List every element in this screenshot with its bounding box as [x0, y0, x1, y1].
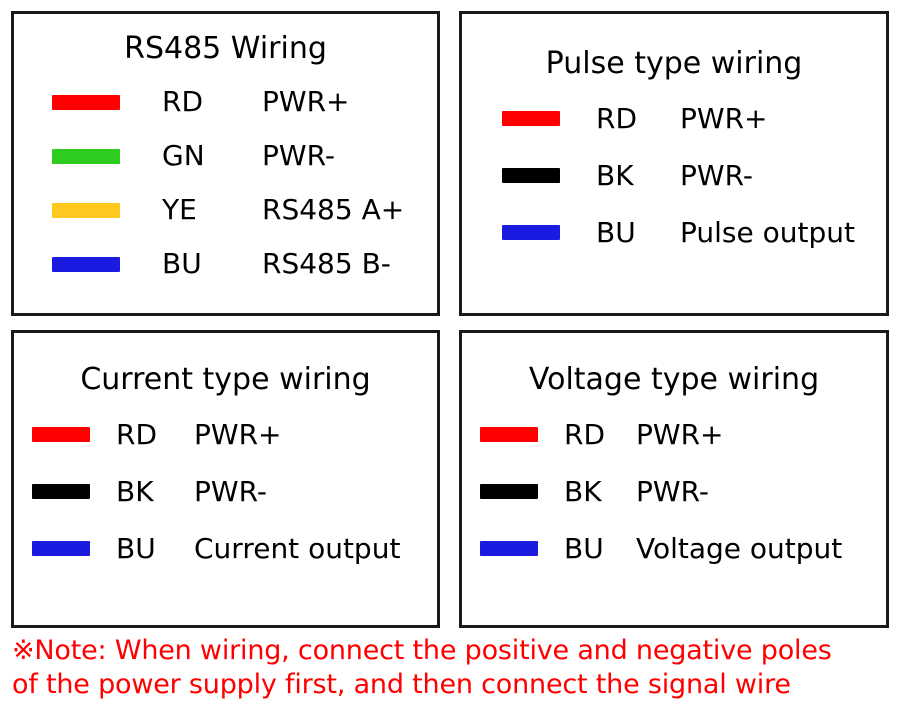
panel-title-current: Current type wiring	[80, 362, 371, 397]
wire-function: RS485 B-	[262, 247, 391, 280]
wire-function: Pulse output	[680, 215, 855, 249]
wire-row: RD PWR+	[14, 406, 437, 463]
wire-row: BK PWR-	[14, 463, 437, 520]
wire-code: BU	[596, 215, 636, 249]
wire-code: RD	[596, 101, 638, 135]
wire-function: RS485 A+	[262, 193, 405, 226]
wire-code: BK	[564, 474, 602, 508]
wire-row: BU Voltage output	[462, 520, 886, 577]
wire-code: RD	[162, 85, 204, 118]
wire-code: BK	[116, 474, 154, 508]
wire-swatch-red	[502, 111, 560, 126]
panel-rs485-wiring: RS485 Wiring RD PWR+ GN PWR- YE RS485 A+…	[11, 11, 440, 316]
wire-swatch-yellow	[52, 202, 120, 218]
wire-row: BK PWR-	[462, 463, 886, 520]
wire-swatch-blue	[52, 256, 120, 272]
panel-current-type-wiring: Current type wiring RD PWR+ BK PWR- BU C…	[11, 330, 440, 628]
note-line-2: of the power supply first, and then conn…	[12, 669, 791, 700]
wire-row: YE RS485 A+	[14, 183, 437, 237]
wire-row: BU Current output	[14, 520, 437, 577]
wire-function: PWR-	[194, 474, 267, 508]
wire-row: BK PWR-	[462, 147, 886, 204]
wire-list-voltage: RD PWR+ BK PWR- BU Voltage output	[462, 406, 886, 577]
wire-code: BU	[564, 531, 604, 565]
wire-row: RD PWR+	[462, 90, 886, 147]
wire-function: PWR-	[262, 139, 335, 172]
wire-row: RD PWR+	[14, 75, 437, 129]
wire-code: GN	[162, 139, 205, 172]
wire-list-pulse: RD PWR+ BK PWR- BU Pulse output	[462, 90, 886, 261]
wire-swatch-green	[52, 148, 120, 164]
note-line-1: ※Note: When wiring, connect the positive…	[12, 635, 832, 666]
wire-function: PWR+	[636, 417, 724, 451]
wire-row: BU Pulse output	[462, 204, 886, 261]
wire-swatch-blue	[480, 541, 538, 556]
wire-list-current: RD PWR+ BK PWR- BU Current output	[14, 406, 437, 577]
wire-code: RD	[564, 417, 606, 451]
wiring-note: ※Note: When wiring, connect the positive…	[12, 634, 892, 702]
wire-function: Current output	[194, 531, 401, 565]
wire-swatch-red	[32, 427, 90, 442]
wire-code: RD	[116, 417, 158, 451]
panel-title-voltage: Voltage type wiring	[528, 362, 820, 397]
wire-row: BU RS485 B-	[14, 237, 437, 291]
wire-swatch-black	[502, 168, 560, 183]
wire-swatch-blue	[32, 541, 90, 556]
wire-code: BU	[162, 247, 202, 280]
panel-title-pulse: Pulse type wiring	[545, 46, 803, 81]
wire-swatch-black	[32, 484, 90, 499]
wire-row: RD PWR+	[462, 406, 886, 463]
wire-swatch-red	[52, 94, 120, 110]
wire-row: GN PWR-	[14, 129, 437, 183]
wire-function: PWR+	[262, 85, 350, 118]
wire-list-rs485: RD PWR+ GN PWR- YE RS485 A+ BU RS485 B-	[14, 75, 437, 291]
wire-function: PWR-	[636, 474, 709, 508]
wire-code: BK	[596, 158, 634, 192]
wire-code: BU	[116, 531, 156, 565]
wire-swatch-black	[480, 484, 538, 499]
wire-function: PWR+	[194, 417, 282, 451]
panel-pulse-type-wiring: Pulse type wiring RD PWR+ BK PWR- BU Pul…	[459, 11, 889, 316]
wire-function: PWR-	[680, 158, 753, 192]
panel-title-rs485: RS485 Wiring	[124, 31, 327, 66]
panel-voltage-type-wiring: Voltage type wiring RD PWR+ BK PWR- BU V…	[459, 330, 889, 628]
wire-function: PWR+	[680, 101, 768, 135]
wire-swatch-blue	[502, 225, 560, 240]
wire-code: YE	[162, 193, 197, 226]
wire-function: Voltage output	[636, 531, 843, 565]
wire-swatch-red	[480, 427, 538, 442]
